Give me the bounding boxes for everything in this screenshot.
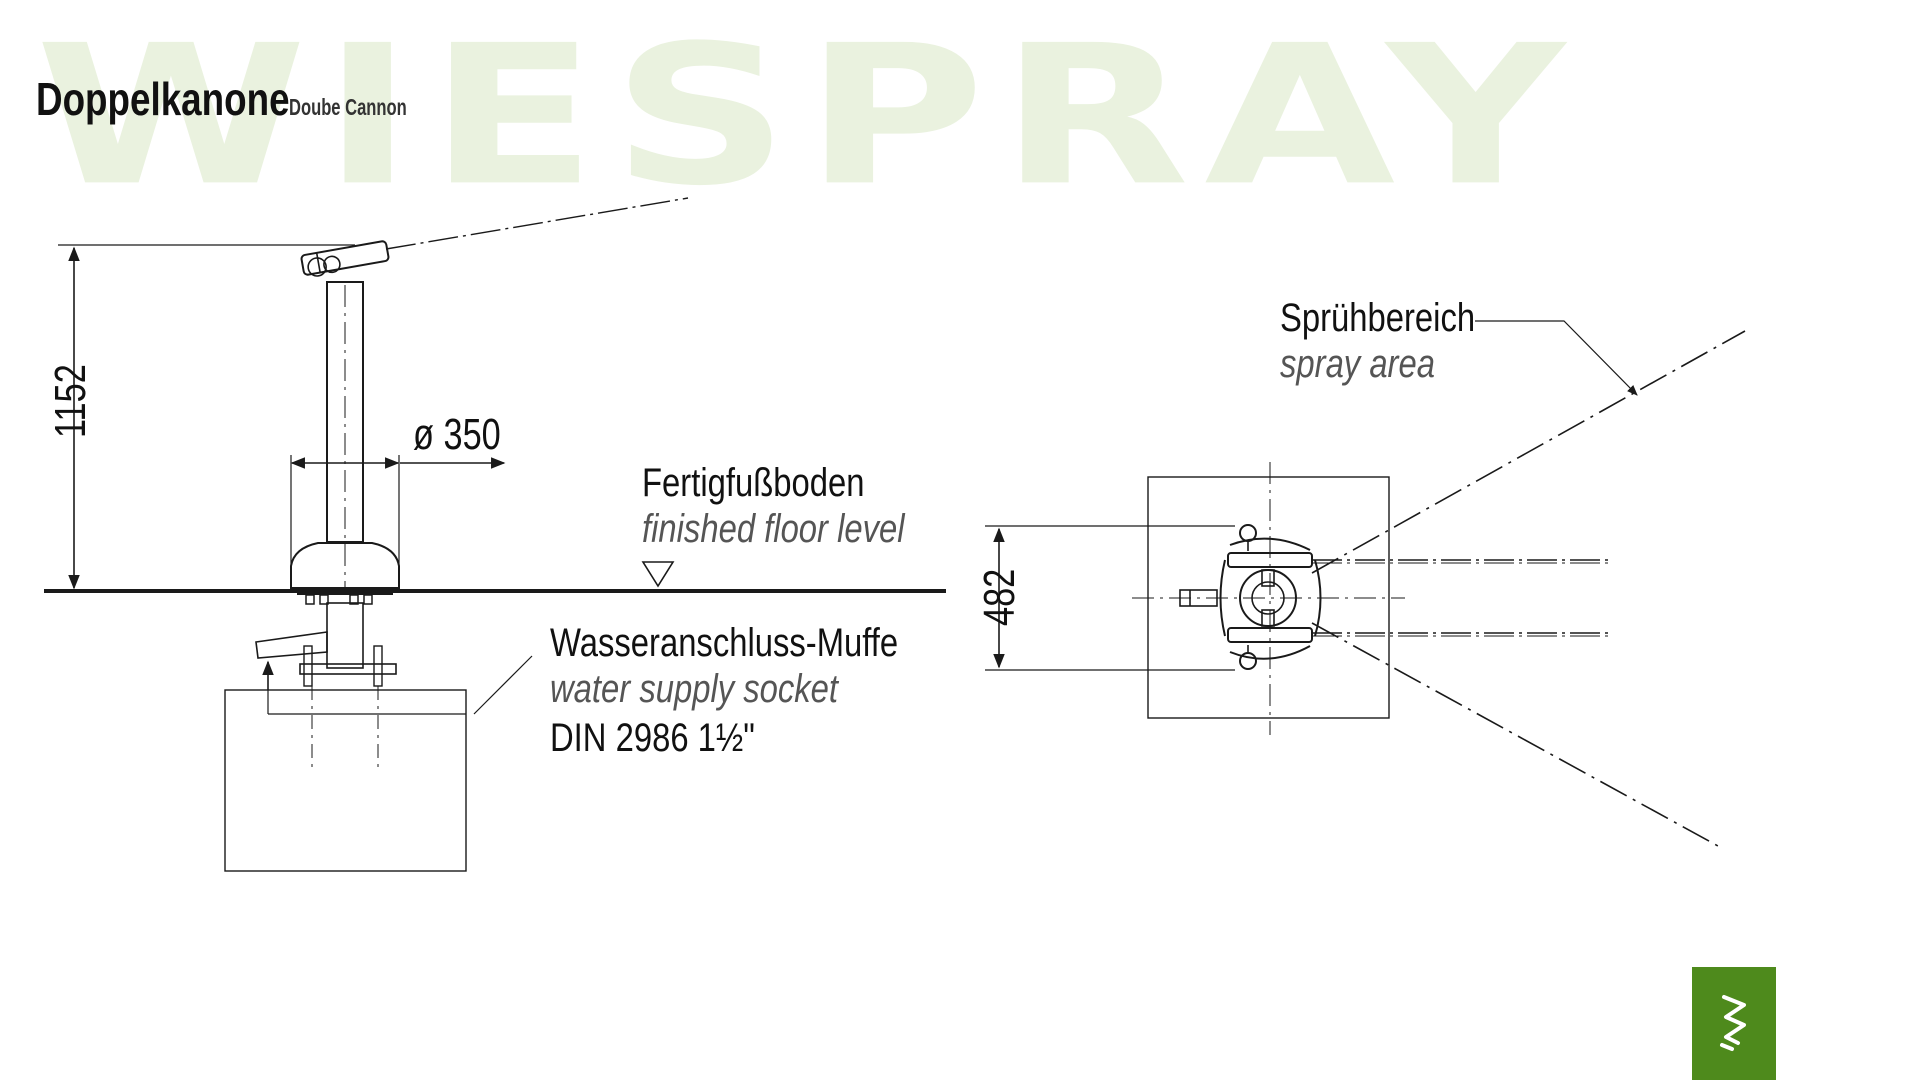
spray-label: Sprühbereich spray area (1280, 295, 1518, 387)
socket-leader (473, 655, 533, 715)
triangle-down-icon (641, 561, 675, 588)
side-view (44, 197, 946, 872)
floor-label-de: Fertigfußboden (642, 461, 865, 505)
wiespray-logo-icon (1692, 967, 1776, 1080)
height-dimension-label: 1152 (46, 364, 95, 438)
width-dimension-label: 482 (975, 568, 1024, 626)
spray-line-side (385, 197, 689, 250)
socket-label-en: water supply socket (550, 667, 839, 711)
spray-label-de: Sprühbereich (1280, 296, 1476, 340)
socket-label: Wasseranschluss-Muffe water supply socke… (550, 620, 975, 764)
socket-label-de: Wasseranschluss-Muffe (550, 621, 899, 665)
diameter-dimension-label: ø 350 (413, 410, 501, 459)
anchor-bolts (305, 594, 373, 605)
floor-label: Fertigfußboden finished floor level (642, 460, 962, 552)
foundation (224, 689, 467, 872)
flange (299, 663, 397, 675)
base-dome (290, 542, 400, 589)
floor-label-en: finished floor level (642, 507, 905, 551)
top-view (985, 320, 1746, 847)
spray-label-en: spray area (1280, 342, 1435, 386)
riser-pipe (326, 602, 364, 669)
title-main: Doppelkanone (36, 73, 290, 125)
spray-leader (1475, 320, 1638, 396)
title-subtitle: Doube Cannon (289, 94, 408, 120)
nozzle-assembly (1179, 524, 1322, 670)
socket-label-spec: DIN 2986 1½" (550, 716, 755, 760)
watermark: WIESPRAY (35, 4, 1580, 229)
spray-line-lower (1311, 622, 1719, 847)
cannon-head (300, 240, 390, 277)
spray-line-upper (1311, 330, 1746, 574)
supply-pipe (255, 631, 328, 659)
page-title: Doppelkanone Doube Cannon (36, 72, 453, 126)
